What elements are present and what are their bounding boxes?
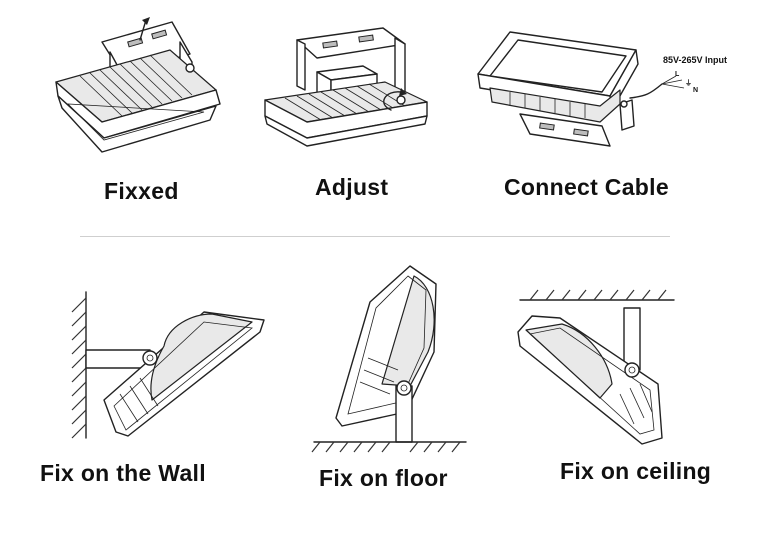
wire-label-l: L <box>675 71 680 78</box>
step-label-adjust: Adjust <box>315 174 389 200</box>
fixed-illustration <box>40 12 230 162</box>
adjust-illustration <box>255 20 435 150</box>
input-voltage-note: 85V-265V Input <box>663 55 728 65</box>
step-label-connect-cable: Connect Cable <box>504 174 669 200</box>
ceiling-mount-illustration <box>508 288 678 448</box>
floor-mount-illustration <box>310 262 470 453</box>
section-divider <box>80 236 670 237</box>
connect-cable-illustration <box>470 18 685 148</box>
mount-label-wall: Fix on the Wall <box>40 460 206 486</box>
step-label-fixed: Fixxed <box>104 178 179 204</box>
mount-label-floor: Fix on floor <box>319 465 448 491</box>
mount-label-ceiling: Fix on ceiling <box>560 458 712 484</box>
wall-mount-illustration <box>64 290 274 440</box>
wire-label-earth: ⏚ <box>685 80 692 87</box>
wire-label-n: N <box>693 87 699 94</box>
